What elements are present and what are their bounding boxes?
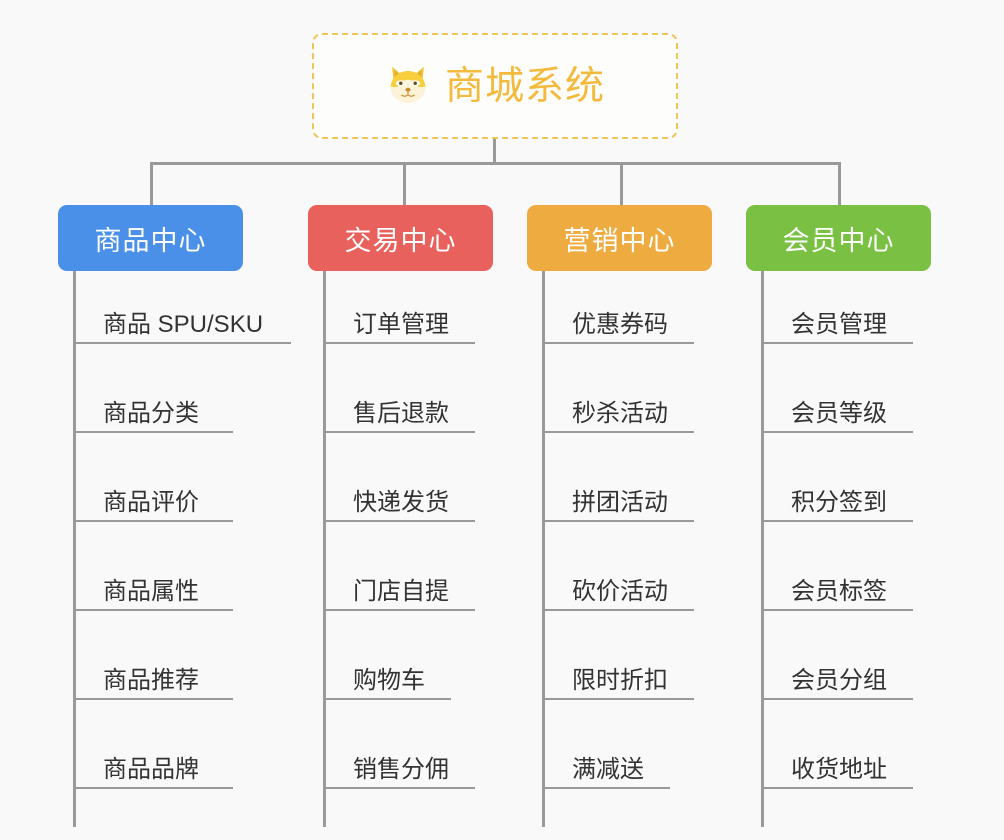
leaf-item[interactable]: 会员等级 [761,344,913,433]
connector-drop-member-center [838,162,841,207]
leaf-label: 拼团活动 [572,488,668,516]
branch-spine-marketing-center [542,271,545,827]
leaf-item[interactable]: 订单管理 [323,271,475,344]
leaf-label: 商品品牌 [103,755,199,783]
leaf-item[interactable]: 秒杀活动 [542,344,694,433]
leaf-underline [73,342,291,344]
leaf-underline [542,698,694,700]
leaf-item[interactable]: 拼团活动 [542,433,694,522]
leaf-label: 限时折扣 [572,666,668,694]
leaf-item[interactable]: 售后退款 [323,344,475,433]
leaf-underline [542,787,670,789]
leaf-label: 销售分佣 [353,755,449,783]
branch-header-trade-center[interactable]: 交易中心 [308,205,493,271]
leaf-label: 满减送 [572,755,644,783]
root-node-label: 商城系统 [444,64,605,108]
leaf-label: 收货地址 [791,755,887,783]
leaf-label: 砍价活动 [572,577,668,605]
leaf-item[interactable]: 限时折扣 [542,611,694,700]
leaf-underline [323,520,475,522]
root-node-mall-system[interactable]: 商城系统 [312,33,678,139]
leaf-item[interactable]: 优惠券码 [542,271,694,344]
branch-header-member-center[interactable]: 会员中心 [746,205,931,271]
leaf-label: 积分签到 [791,488,887,516]
connector-trunk-vertical [493,139,496,164]
leaf-underline [323,787,475,789]
branch-spine-trade-center [323,271,326,827]
leaf-item[interactable]: 购物车 [323,611,451,700]
leaf-underline [542,431,694,433]
leaf-item[interactable]: 满减送 [542,700,670,789]
leaf-item[interactable]: 会员标签 [761,522,913,611]
leaf-underline [761,342,913,344]
branch-header-product-center[interactable]: 商品中心 [58,205,243,271]
leaf-label: 商品推荐 [103,666,199,694]
leaf-item[interactable]: 收货地址 [761,700,913,789]
leaf-underline [761,431,913,433]
leaf-underline [542,342,694,344]
connector-drop-product-center [150,162,153,207]
leaf-underline [542,520,694,522]
leaf-underline [542,609,694,611]
leaf-underline [73,431,233,433]
leaf-item[interactable]: 商品品牌 [73,700,233,789]
leaf-underline [323,342,475,344]
leaf-label: 会员等级 [791,399,887,427]
branch-header-label: 商品中心 [94,225,207,256]
leaf-item[interactable]: 积分签到 [761,433,913,522]
leaf-item[interactable]: 销售分佣 [323,700,475,789]
branch-header-label: 会员中心 [782,225,895,256]
leaf-underline [73,609,233,611]
branch-header-marketing-center[interactable]: 营销中心 [527,205,712,271]
leaf-label: 会员标签 [791,577,887,605]
leaf-label: 优惠券码 [572,310,668,338]
leaf-label: 商品 SPU/SKU [103,310,264,338]
leaf-underline [323,609,475,611]
leaf-underline [761,698,913,700]
leaf-underline [73,698,233,700]
leaf-item[interactable]: 会员分组 [761,611,913,700]
leaf-label: 购物车 [353,666,425,694]
leaf-label: 商品评价 [103,488,199,516]
leaf-underline [323,431,475,433]
leaf-item[interactable]: 砍价活动 [542,522,694,611]
shiba-inu-dog-face-icon [385,61,431,112]
leaf-underline [761,520,913,522]
branch-spine-member-center [761,271,764,827]
leaf-item[interactable]: 商品属性 [73,522,233,611]
leaf-underline [761,787,913,789]
connector-drop-marketing-center [620,162,623,207]
leaf-item[interactable]: 商品评价 [73,433,233,522]
branch-header-label: 交易中心 [344,225,457,256]
branch-spine-product-center [73,271,76,827]
leaf-underline [73,787,233,789]
leaf-item[interactable]: 门店自提 [323,522,475,611]
branch-header-label: 营销中心 [563,225,676,256]
leaf-item[interactable]: 快递发货 [323,433,475,522]
leaf-label: 商品分类 [103,399,199,427]
leaf-item[interactable]: 会员管理 [761,271,913,344]
connector-drop-trade-center [403,162,406,207]
leaf-label: 快递发货 [353,488,449,516]
leaf-label: 订单管理 [353,310,449,338]
leaf-underline [761,609,913,611]
leaf-label: 商品属性 [103,577,199,605]
leaf-label: 会员管理 [791,310,887,338]
leaf-underline [73,520,233,522]
leaf-item[interactable]: 商品推荐 [73,611,233,700]
leaf-item[interactable]: 商品分类 [73,344,233,433]
leaf-label: 门店自提 [353,577,449,605]
leaf-label: 售后退款 [353,399,449,427]
leaf-item[interactable]: 商品 SPU/SKU [73,271,291,344]
leaf-label: 会员分组 [791,666,887,694]
leaf-underline [323,698,451,700]
leaf-label: 秒杀活动 [572,399,668,427]
connector-horizontal-bus [150,162,841,165]
